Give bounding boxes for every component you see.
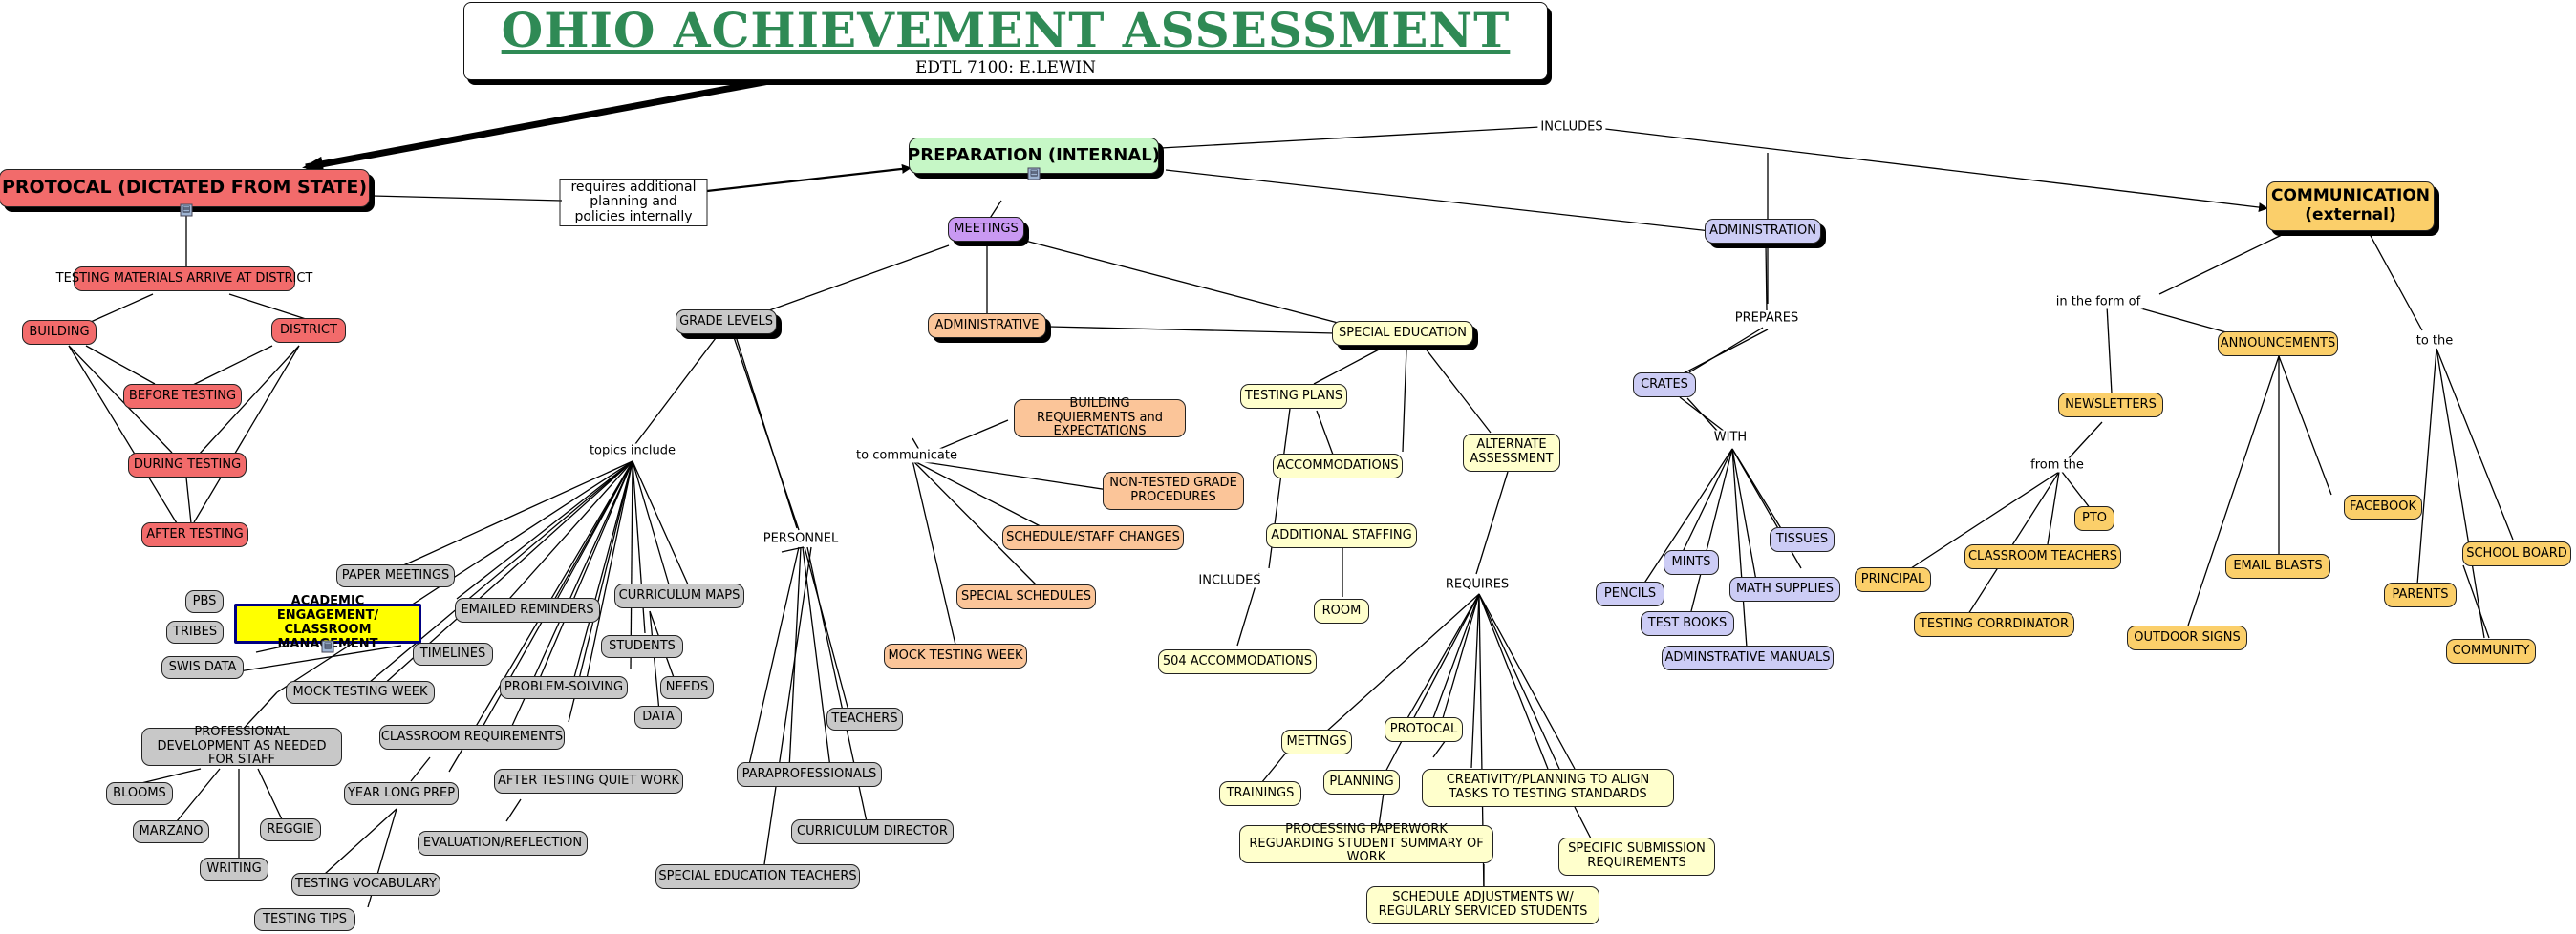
node-testing-corrdinator[interactable]: TESTING CORRDINATOR	[1914, 612, 2074, 637]
node-processing-paperwork[interactable]: PROCESSING PAPERWORK REGUARDING STUDENT …	[1239, 822, 1493, 864]
node-meetings[interactable]: MEETINGS	[948, 217, 1024, 242]
node-special-education-teachers[interactable]: SPECIAL EDUCATION TEACHERS	[655, 864, 860, 889]
node-special-education[interactable]: SPECIAL EDUCATION	[1332, 321, 1473, 346]
node-swis-data[interactable]: SWIS DATA	[161, 656, 244, 679]
label-in-the-form-of: in the form of	[2052, 294, 2144, 309]
attachment-icon[interactable]: ▤	[180, 203, 193, 217]
label-includes-top: INCLUDES	[1537, 119, 1606, 135]
label-includes-mid: INCLUDES	[1195, 573, 1264, 588]
node-outdoor-signs[interactable]: OUTDOOR SIGNS	[2127, 626, 2247, 650]
node-test-books[interactable]: TEST BOOKS	[1641, 611, 1734, 636]
node-schedule-staff[interactable]: SCHEDULE/STAFF CHANGES	[1002, 525, 1184, 550]
node-pto[interactable]: PTO	[2074, 506, 2114, 531]
title-to-protocol-arrow	[302, 76, 775, 172]
node-communication[interactable]: COMMUNICATION (external)	[2266, 181, 2435, 231]
node-testing-vocabulary[interactable]: TESTING VOCABULARY	[291, 873, 440, 896]
node-facebook[interactable]: FACEBOOK	[2344, 495, 2422, 520]
node-mettngs[interactable]: METTNGS	[1281, 730, 1352, 754]
node-reggie[interactable]: REGGIE	[260, 818, 321, 841]
node-building-requirements[interactable]: BUILDING REQUIERMENTS and EXPECTATIONS	[1014, 396, 1186, 438]
node-504-accommodations[interactable]: 504 ACCOMMODATIONS	[1158, 649, 1317, 674]
node-schedule-adjustments[interactable]: SCHEDULE ADJUSTMENTS W/ REGULARLY SERVIC…	[1366, 886, 1599, 924]
node-evaluation-reflection[interactable]: EVALUATION/REFLECTION	[418, 831, 588, 856]
node-building[interactable]: BUILDING	[22, 320, 97, 345]
node-emailed-reminders[interactable]: EMAILED REMINDERS	[455, 598, 600, 623]
node-math-supplies[interactable]: MATH SUPPLIES	[1729, 577, 1840, 602]
label-with: WITH	[1710, 430, 1750, 445]
node-creativity-planning[interactable]: CREATIVITY/PLANNING TO ALIGN TASKS TO TE…	[1422, 769, 1674, 807]
node-district[interactable]: DISTRICT	[271, 318, 346, 343]
node-timelines[interactable]: TIMELINES	[413, 643, 493, 666]
node-additional-staffing[interactable]: ADDITIONAL STAFFING	[1266, 523, 1417, 548]
node-classroom-requirements[interactable]: CLASSROOM REQUIREMENTS	[379, 725, 565, 750]
node-students[interactable]: STUDENTS	[601, 635, 683, 658]
attachment-icon[interactable]: ▤	[321, 640, 334, 653]
node-requires-additional[interactable]: requires additional planning and policie…	[559, 179, 708, 226]
node-curriculum-maps[interactable]: CURRICULUM MAPS	[614, 584, 744, 608]
node-testing-materials[interactable]: TESTING MATERIALS ARRIVE AT DISTRICT	[56, 266, 312, 291]
node-problem-solving[interactable]: PROBLEM-SOLVING	[500, 676, 628, 699]
label-prepares: PREPARES	[1731, 310, 1802, 326]
node-non-tested[interactable]: NON-TESTED GRADE PROCEDURES	[1103, 472, 1244, 510]
node-after-testing-quiet[interactable]: AFTER TESTING QUIET WORK	[494, 769, 683, 794]
node-testing-plans[interactable]: TESTING PLANS	[1240, 384, 1347, 409]
node-year-long-prep[interactable]: YEAR LONG PREP	[344, 782, 459, 805]
label-to-communicate: to communicate	[853, 448, 960, 463]
node-protocal-yellow[interactable]: PROTOCAL	[1385, 717, 1463, 742]
node-principal[interactable]: PRINCIPAL	[1855, 567, 1931, 592]
node-specific-submission[interactable]: SPECIFIC SUBMISSION REQUIREMENTS	[1558, 838, 1715, 876]
node-room[interactable]: ROOM	[1314, 599, 1369, 624]
page-title: OHIO ACHIEVEMENT ASSESSMENT	[501, 2, 1511, 58]
node-tribes[interactable]: TRIBES	[166, 621, 224, 644]
node-tissues[interactable]: TISSUES	[1770, 527, 1835, 552]
node-pencils[interactable]: PENCILS	[1596, 582, 1664, 606]
node-blooms[interactable]: BLOOMS	[106, 782, 173, 805]
node-alternate-assessment[interactable]: ALTERNATE ASSESSMENT	[1463, 434, 1560, 472]
node-paper-meetings[interactable]: PAPER MEETINGS	[336, 564, 455, 587]
node-writing[interactable]: WRITING	[200, 858, 268, 881]
node-needs[interactable]: NEEDS	[660, 676, 714, 699]
node-after-testing[interactable]: AFTER TESTING	[141, 522, 248, 547]
node-special-schedules[interactable]: SPECIAL SCHEDULES	[956, 584, 1096, 609]
node-mock-testing-week-gray[interactable]: MOCK TESTING WEEK	[286, 681, 435, 704]
node-during-testing[interactable]: DURING TESTING	[128, 453, 247, 478]
node-grade-levels[interactable]: GRADE LEVELS	[676, 309, 777, 334]
node-announcements[interactable]: ANNOUNCEMENTS	[2218, 331, 2338, 356]
node-administration[interactable]: ADMINISTRATION	[1705, 219, 1821, 244]
node-email-blasts[interactable]: EMAIL BLASTS	[2225, 554, 2330, 579]
node-newsletters[interactable]: NEWSLETTERS	[2058, 393, 2163, 417]
node-pbs[interactable]: PBS	[185, 590, 224, 613]
label-from-the: from the	[2028, 457, 2087, 473]
node-marzano[interactable]: MARZANO	[133, 820, 209, 843]
node-accommodations[interactable]: ACCOMMODATIONS	[1273, 454, 1403, 478]
node-administrative[interactable]: ADMINISTRATIVE	[928, 313, 1046, 338]
node-mock-testing-week-peach[interactable]: MOCK TESTING WEEK	[884, 644, 1027, 669]
node-mints[interactable]: MINTS	[1664, 550, 1719, 575]
node-planning[interactable]: PLANNING	[1323, 770, 1400, 795]
node-data[interactable]: DATA	[634, 706, 682, 729]
node-classroom-teachers[interactable]: CLASSROOM TEACHERS	[1964, 544, 2121, 569]
label-to-the: to the	[2413, 333, 2457, 349]
label-topics-include: topics include	[586, 443, 679, 458]
label-requires: REQUIRES	[1442, 577, 1513, 592]
node-school-board[interactable]: SCHOOL BOARD	[2462, 541, 2571, 566]
node-parents[interactable]: PARENTS	[2384, 583, 2457, 607]
node-protocol[interactable]: PROTOCAL (DICTATED FROM STATE)	[0, 169, 370, 207]
node-academic-engagement[interactable]: ACADEMIC ENGAGEMENT/ CLASSROOM MANAGEMEN…	[234, 594, 421, 651]
attachment-icon[interactable]: ▤	[1027, 167, 1041, 180]
page-subtitle: EDTL 7100: E.LEWIN	[914, 58, 1097, 77]
node-paraprofessionals[interactable]: PARAPROFESSIONALS	[737, 762, 882, 787]
node-administrative-manuals[interactable]: ADMINSTRATIVE MANUALS	[1662, 646, 1834, 670]
title-box: OHIO ACHIEVEMENT ASSESSMENT EDTL 7100: E…	[463, 2, 1548, 80]
node-community[interactable]: COMMUNITY	[2446, 639, 2536, 664]
label-personnel: PERSONNEL	[760, 531, 842, 546]
node-testing-tips[interactable]: TESTING TIPS	[254, 908, 355, 931]
node-professional-development[interactable]: PROFESSIONAL DEVELOPMENT AS NEEDED FOR S…	[141, 725, 342, 767]
node-trainings[interactable]: TRAININGS	[1219, 781, 1301, 806]
node-before-testing[interactable]: BEFORE TESTING	[123, 384, 242, 409]
node-teachers[interactable]: TEACHERS	[826, 708, 903, 731]
node-curriculum-director[interactable]: CURRICULUM DIRECTOR	[791, 819, 954, 844]
node-crates[interactable]: CRATES	[1633, 372, 1696, 397]
